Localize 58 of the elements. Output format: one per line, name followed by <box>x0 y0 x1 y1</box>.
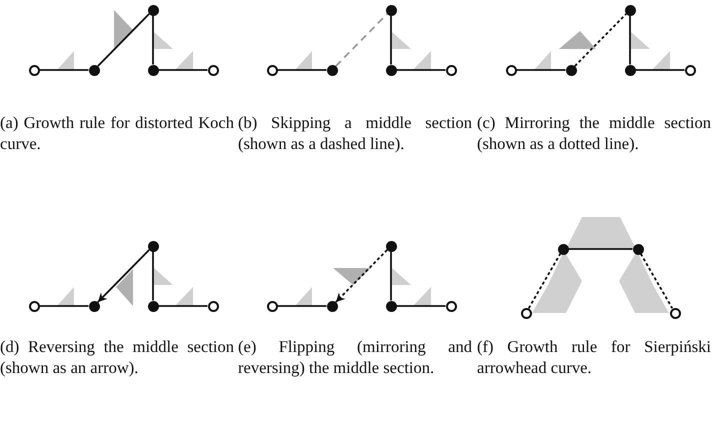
arrow <box>335 249 388 303</box>
filled-point <box>326 300 338 312</box>
caption: (c) Mirroring the middle section (shown as a dotted line). <box>477 112 711 154</box>
filled-point <box>386 240 396 252</box>
line-segment <box>629 16 631 64</box>
open-point <box>208 64 218 76</box>
filled-point <box>558 244 568 254</box>
filled-point <box>632 244 644 254</box>
filled-point <box>326 64 338 76</box>
line-segment <box>278 69 326 71</box>
line-segment <box>396 305 446 307</box>
line-segment <box>640 253 674 309</box>
filled-point <box>566 64 576 76</box>
open-point <box>684 64 696 76</box>
caption: (e) Flipping (mirroring and reversing) the middle section. <box>238 336 472 378</box>
line-segment <box>335 13 388 67</box>
filled-point <box>386 64 396 76</box>
filled-point <box>386 300 396 312</box>
line-segment <box>574 13 627 67</box>
caption: (f) Growth rule for Sierpiński arrowhead curve. <box>477 336 711 378</box>
caption: (b) Skipping a middle section (shown as a dashed line). <box>238 112 472 154</box>
line-segment <box>158 69 208 71</box>
filled-point <box>88 300 100 312</box>
line-segment <box>396 69 446 71</box>
open-point <box>28 300 40 312</box>
open-point <box>670 308 680 318</box>
line-segment <box>390 16 392 64</box>
line-segment <box>97 13 150 67</box>
open-point <box>506 64 516 76</box>
open-point <box>266 300 278 312</box>
line-segment <box>158 305 208 307</box>
caption: (a) Growth rule for distorted Koch curve. <box>0 112 234 154</box>
line-segment <box>40 69 88 71</box>
filled-point <box>88 64 100 76</box>
line-segment <box>278 305 326 307</box>
line-segment <box>636 69 684 71</box>
line-segment <box>568 248 632 250</box>
filled-point <box>148 4 158 16</box>
line-segment <box>40 305 88 307</box>
filled-point <box>624 64 636 76</box>
line-segment <box>152 252 154 300</box>
arrow <box>97 249 150 303</box>
open-point <box>520 308 532 318</box>
open-point <box>208 300 218 312</box>
filled-point <box>148 240 158 252</box>
filled-point <box>386 4 396 16</box>
caption: (d) Reversing the middle section (shown as an arrow). <box>0 336 234 378</box>
filled-point <box>148 300 158 312</box>
line-segment <box>528 253 562 309</box>
open-point <box>446 64 456 76</box>
open-point <box>446 300 456 312</box>
open-point <box>28 64 40 76</box>
filled-point <box>624 4 636 16</box>
filled-point <box>148 64 158 76</box>
open-point <box>266 64 278 76</box>
line-segment <box>152 16 154 64</box>
line-segment <box>516 69 566 71</box>
line-segment <box>390 252 392 300</box>
